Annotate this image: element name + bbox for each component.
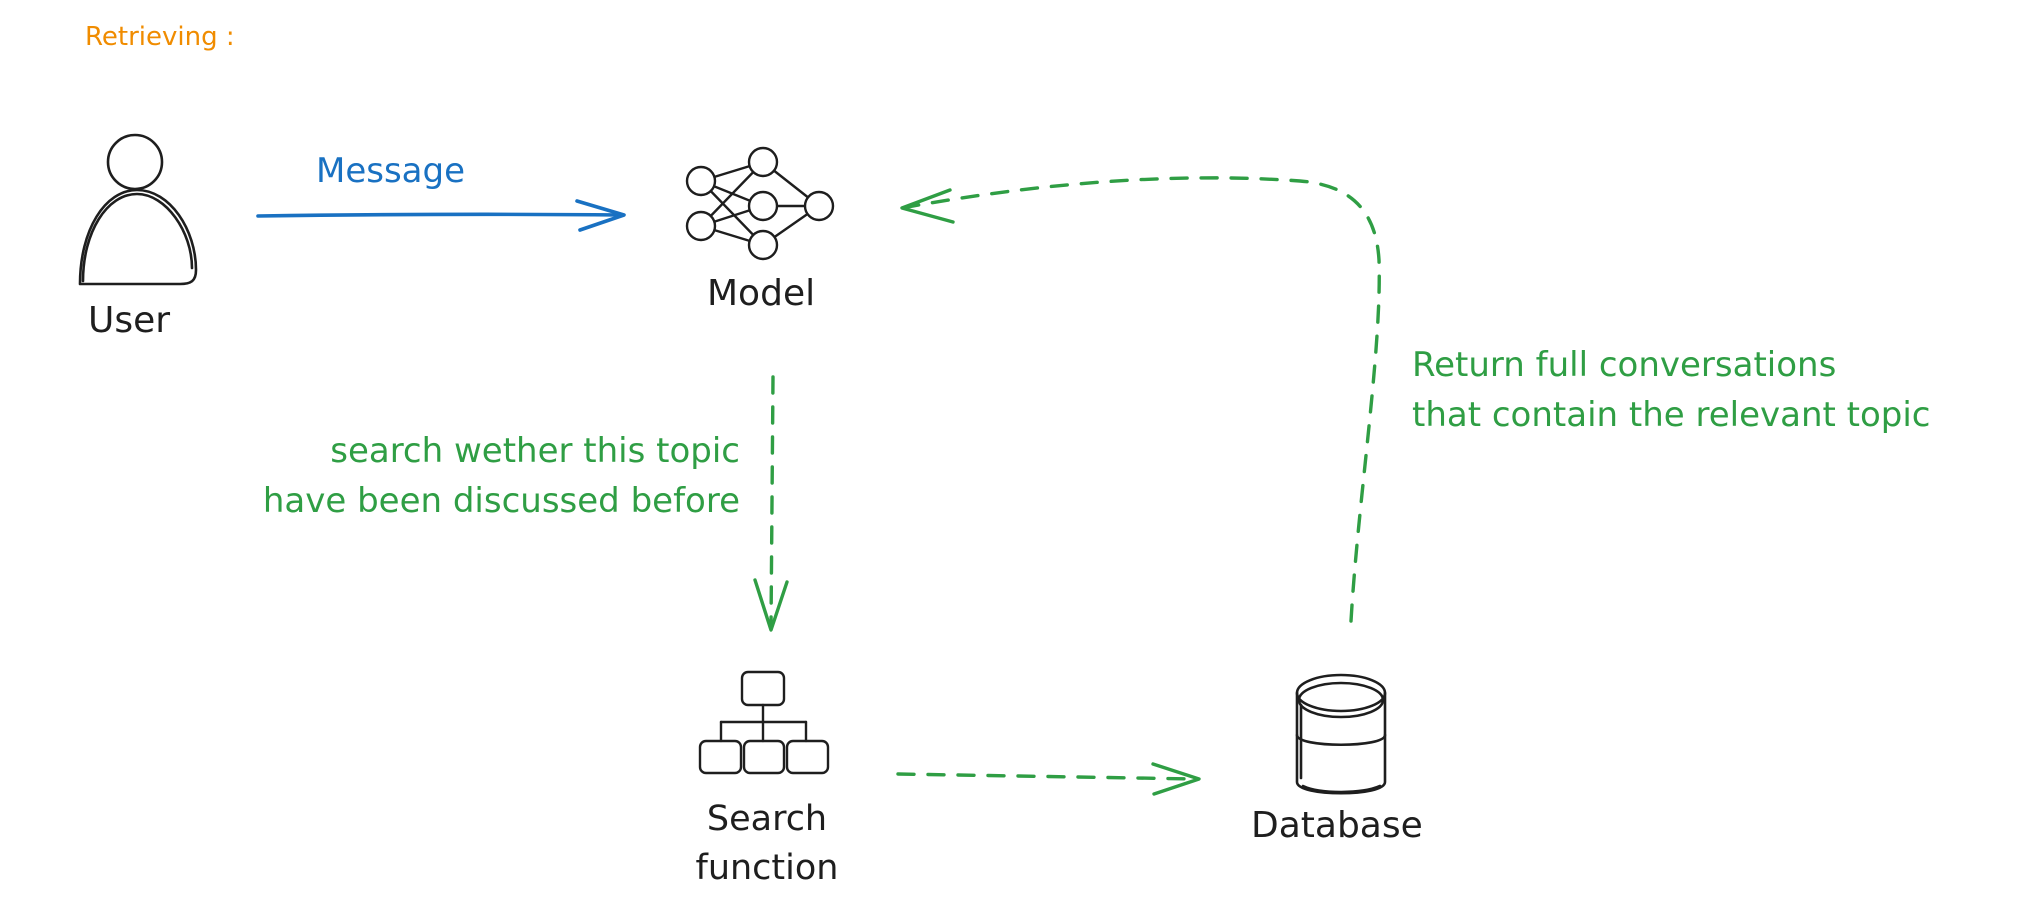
search-query-arrow — [753, 375, 789, 632]
database-node-label: Database — [1251, 805, 1423, 846]
return-label-line-2: that contain the relevant topic — [1412, 395, 1931, 435]
search-to-database-arrow — [896, 762, 1201, 796]
database-cylinder-icon — [1295, 673, 1387, 795]
neural-network-icon — [685, 146, 835, 261]
return-label-line-1: Return full conversations — [1412, 345, 1837, 385]
message-edge-label: Message — [316, 151, 466, 191]
search-query-label-line-1: search wether this topic — [330, 431, 740, 471]
search-function-node-label: Search function — [662, 795, 872, 893]
search-function-label-line-2: function — [695, 848, 839, 888]
search-query-edge-label: search wether this topic have been discu… — [196, 426, 740, 526]
user-node-label: User — [88, 300, 171, 341]
page-title: Retrieving : — [85, 22, 235, 52]
message-arrow — [256, 199, 626, 232]
search-function-label-line-1: Search — [706, 799, 828, 839]
search-query-label-line-2: have been discussed before — [262, 481, 740, 521]
model-node-label: Model — [707, 273, 816, 314]
person-icon — [78, 133, 198, 286]
return-arrow — [900, 176, 1381, 623]
hierarchy-icon — [698, 670, 830, 775]
return-edge-label: Return full conversations that contain t… — [1412, 340, 1930, 440]
